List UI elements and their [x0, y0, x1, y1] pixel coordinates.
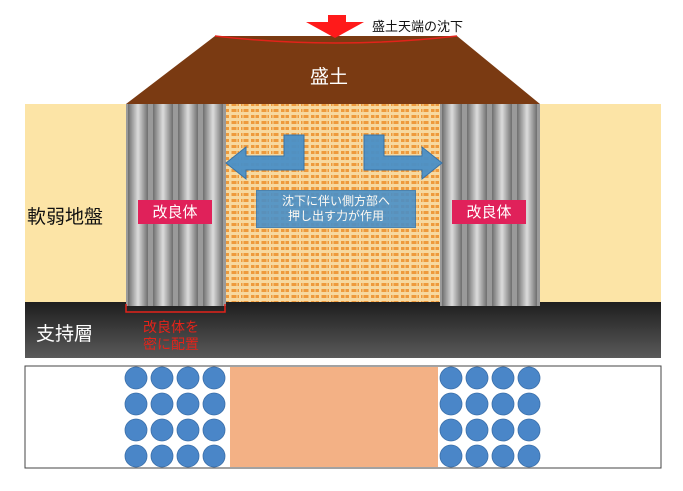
plan-column-left	[176, 418, 200, 442]
plan-column-right	[439, 444, 463, 468]
plan-column-right	[517, 366, 541, 390]
plan-column-left	[124, 366, 148, 390]
plan-column-left	[124, 392, 148, 416]
settlement-label: 盛土天端の沈下	[372, 20, 464, 35]
plan-column-right	[439, 418, 463, 442]
embankment	[126, 36, 540, 104]
plan-column-left	[202, 444, 226, 468]
dense-note-line2: 密に配置	[143, 337, 199, 353]
bearing-layer	[25, 302, 661, 358]
dense-note-line1: 改良体を	[143, 320, 199, 336]
plan-column-right	[465, 392, 489, 416]
plan-column-right	[491, 366, 515, 390]
soft-ground-label: 軟弱地盤	[27, 206, 104, 228]
lateral-force-note: 沈下に伴い側方部へ 押し出す力が作用	[256, 190, 416, 228]
plan-column-left	[150, 418, 174, 442]
plan-view-center	[230, 367, 438, 467]
lateral-note-line2: 押し出す力が作用	[287, 209, 384, 223]
plan-column-right	[491, 444, 515, 468]
dense-placement-bracket	[125, 304, 226, 313]
settlement-arrow-icon	[306, 15, 364, 38]
plan-column-left	[202, 418, 226, 442]
dense-placement-note: 改良体を 密に配置	[143, 320, 199, 354]
plan-column-left	[176, 392, 200, 416]
plan-column-left	[150, 366, 174, 390]
settlement-curve	[214, 35, 458, 44]
plan-column-left	[124, 444, 148, 468]
plan-column-left	[124, 418, 148, 442]
plan-column-right	[465, 444, 489, 468]
bearing-layer-label: 支持層	[36, 323, 94, 345]
plan-column-right	[439, 366, 463, 390]
plan-column-right	[517, 444, 541, 468]
plan-column-right	[517, 418, 541, 442]
plan-column-left	[150, 444, 174, 468]
plan-column-right	[491, 418, 515, 442]
left-lateral-arrow-icon	[225, 134, 305, 181]
plan-column-left	[176, 444, 200, 468]
plan-column-left	[176, 366, 200, 390]
embankment-label: 盛土	[310, 66, 349, 88]
lateral-note-line1: 沈下に伴い側方部へ	[281, 194, 390, 208]
plan-column-right	[465, 418, 489, 442]
right-lateral-arrow-icon	[363, 134, 443, 181]
improved-body-tag-left: 改良体	[138, 200, 212, 224]
plan-column-right	[465, 366, 489, 390]
plan-view-columns	[124, 366, 541, 468]
plan-column-right	[491, 392, 515, 416]
plan-column-right	[517, 392, 541, 416]
improved-body-tag-right: 改良体	[452, 200, 526, 224]
plan-column-left	[202, 366, 226, 390]
plan-column-left	[150, 392, 174, 416]
plan-column-right	[439, 392, 463, 416]
plan-column-left	[202, 392, 226, 416]
